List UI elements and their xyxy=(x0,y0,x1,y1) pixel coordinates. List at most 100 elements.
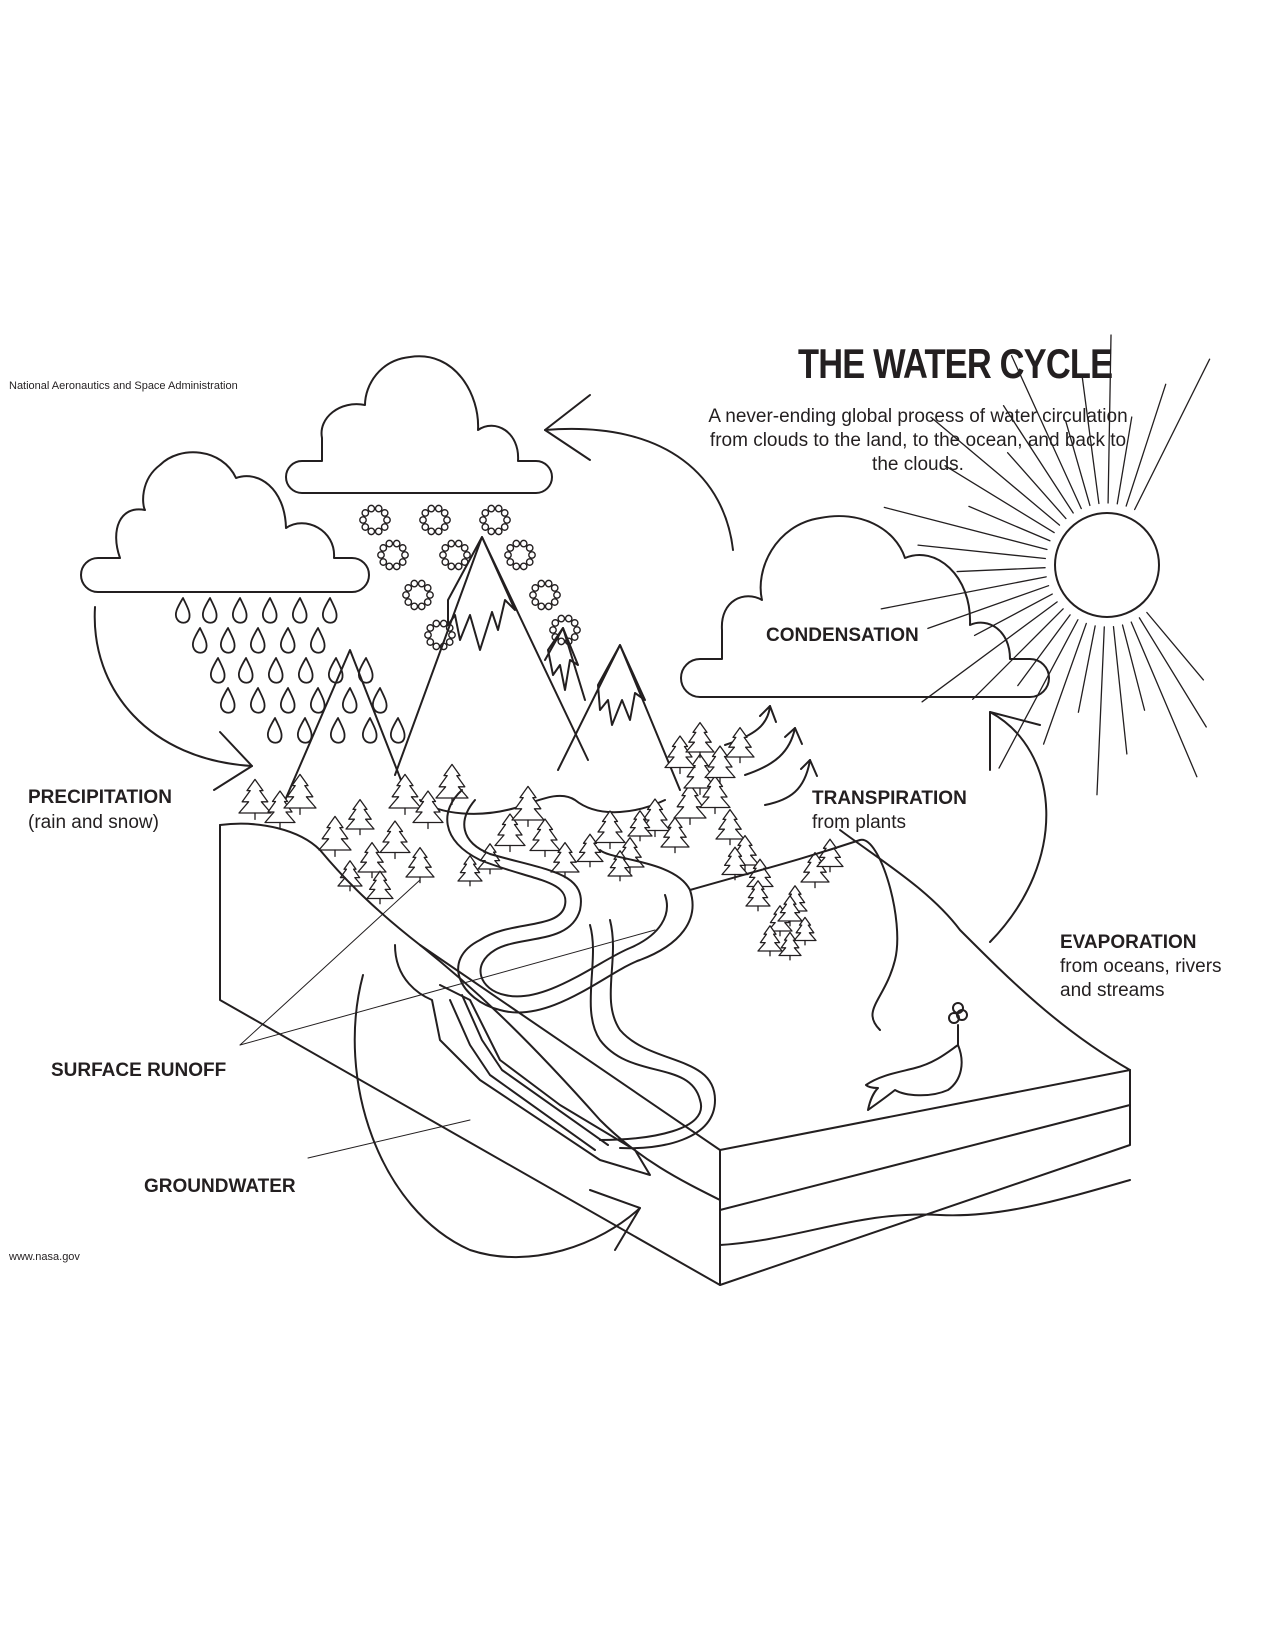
raindrop xyxy=(201,597,218,624)
tree-icon xyxy=(435,763,469,806)
snowflake-petal xyxy=(424,631,432,639)
sun-ray xyxy=(1065,420,1091,507)
raindrop xyxy=(219,627,236,654)
small-peak-snowcap xyxy=(547,627,579,691)
snowflake-petal xyxy=(427,504,436,513)
snowflake-petal xyxy=(447,562,456,571)
tree-crown xyxy=(511,785,545,821)
snowflake-petal xyxy=(419,516,427,524)
snowflake-petal xyxy=(417,602,426,611)
snowflake-petal xyxy=(481,523,490,531)
sun-ray xyxy=(927,585,1050,630)
tree-crown xyxy=(435,763,469,799)
snowflake-petal xyxy=(463,551,471,559)
tree-icon xyxy=(388,773,422,816)
tree-icon xyxy=(704,745,736,785)
snowflake-petal xyxy=(448,631,456,639)
agency-name: National Aeronautics and Space Administr… xyxy=(9,380,238,392)
evaporation-arrowhead xyxy=(989,711,1041,771)
sun-ray xyxy=(973,593,1053,637)
snowflake-petal xyxy=(426,638,435,646)
trees xyxy=(238,721,844,961)
left-mountain xyxy=(282,649,409,806)
label-evaporation-sub: from oceans, rivers and streams xyxy=(1060,956,1222,1001)
label-condensation: CONDENSATION xyxy=(766,625,919,646)
sun-ray xyxy=(1077,625,1096,713)
snowflake-petal xyxy=(525,558,534,566)
snowflake-petal xyxy=(374,504,383,513)
snowflake-petal xyxy=(398,558,407,566)
sun-ray xyxy=(998,619,1079,769)
tree-icon xyxy=(664,735,696,775)
sun-icon xyxy=(880,334,1211,796)
snowflake-petal xyxy=(570,619,579,627)
raindrop xyxy=(231,597,248,624)
snowflake-petal xyxy=(537,579,546,588)
snowflake-petal xyxy=(479,516,487,524)
raindrop xyxy=(296,717,313,744)
page-title: THE WATER CYCLE xyxy=(798,340,1113,387)
sun-ray xyxy=(1134,358,1211,511)
raindrop xyxy=(297,657,314,684)
tree-crown xyxy=(379,820,411,854)
snowflake-petal xyxy=(494,504,503,513)
tree-icon xyxy=(660,816,690,854)
snowflake-petal xyxy=(404,584,413,592)
snowflake-petal xyxy=(383,516,391,524)
snowflake-petal xyxy=(494,527,503,536)
snowflake-petal xyxy=(385,562,394,571)
snowflake-petal xyxy=(434,527,443,536)
sun-ray xyxy=(944,465,1055,534)
snowflake-petal xyxy=(374,527,383,536)
raindrop xyxy=(219,687,236,714)
sun-ray xyxy=(917,544,1046,560)
snowflake-petal xyxy=(573,626,581,634)
condensation-arrowhead xyxy=(544,394,591,461)
sun-ray xyxy=(1010,355,1082,510)
snowflake-petal xyxy=(441,558,450,566)
snowflake-petal xyxy=(529,591,537,599)
snowflake-petal xyxy=(544,602,553,611)
snowflake-petal xyxy=(454,539,463,548)
raindrop xyxy=(209,657,226,684)
sun-ray xyxy=(921,601,1058,703)
snowflake-petal xyxy=(410,579,419,588)
raindrop xyxy=(389,717,406,744)
right-mountain-snowcap xyxy=(597,644,646,726)
sun-ray xyxy=(1006,452,1067,520)
snowflake-petal xyxy=(500,523,509,531)
raindrop xyxy=(267,657,284,684)
snowflake-petal xyxy=(440,509,449,517)
tree-icon xyxy=(715,808,745,846)
snowflake-petal xyxy=(439,551,447,559)
snowflake-petal xyxy=(544,579,553,588)
sun-ray xyxy=(883,506,1048,551)
raindrop xyxy=(249,627,266,654)
tree-icon xyxy=(379,820,411,860)
snowflake-petal xyxy=(549,626,557,634)
tree-icon xyxy=(725,726,755,764)
label-evaporation: EVAPORATION xyxy=(1060,932,1197,953)
snowflake-petal xyxy=(359,516,367,524)
center-mountain-snowcap xyxy=(447,536,516,651)
sun-ray xyxy=(1112,626,1128,755)
tree-icon xyxy=(607,850,633,882)
raindrop xyxy=(309,627,326,654)
left-cloud xyxy=(80,451,370,593)
leader-lines xyxy=(239,879,656,1159)
snowflake-petal xyxy=(379,558,388,566)
snowflake-petal xyxy=(503,516,511,524)
snowflake-petal xyxy=(564,614,573,623)
evaporation-arrow xyxy=(989,711,1048,943)
snowflake-petal xyxy=(380,523,389,531)
snowflake-petal xyxy=(421,523,430,531)
tree-icon xyxy=(477,843,503,875)
tree-icon xyxy=(777,895,803,927)
raindrop xyxy=(191,627,208,654)
sun-ray xyxy=(1002,405,1074,514)
tree-icon xyxy=(699,775,731,815)
snowflake-petal xyxy=(423,598,432,606)
raindrop xyxy=(357,657,374,684)
groundwater-arrowhead xyxy=(589,1189,641,1251)
